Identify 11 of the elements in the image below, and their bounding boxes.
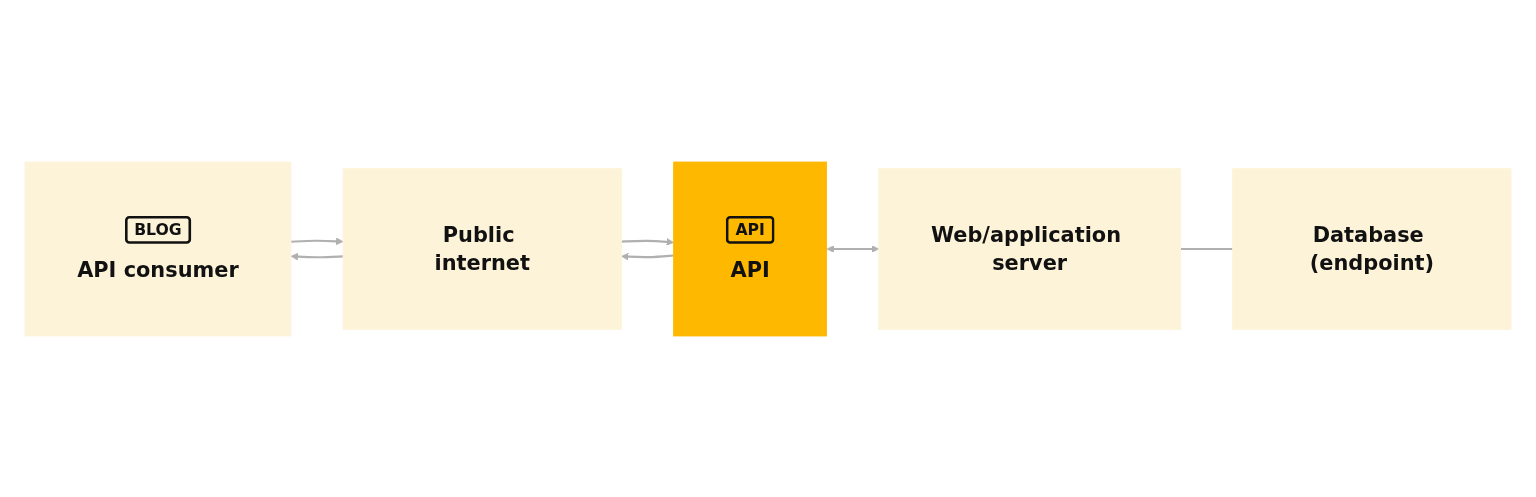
node-box: API API — [673, 161, 827, 336]
arrow — [290, 237, 344, 245]
connector — [1180, 247, 1233, 250]
arrow — [290, 252, 344, 260]
node-box: Web/application server — [878, 167, 1181, 330]
node-box: BLOG API consumer — [24, 161, 292, 336]
node-box: Database (endpoint) — [1232, 167, 1512, 330]
arrow — [621, 252, 674, 260]
arrow — [826, 244, 880, 253]
node-box: Public internet — [342, 167, 622, 330]
arrow — [621, 237, 674, 246]
